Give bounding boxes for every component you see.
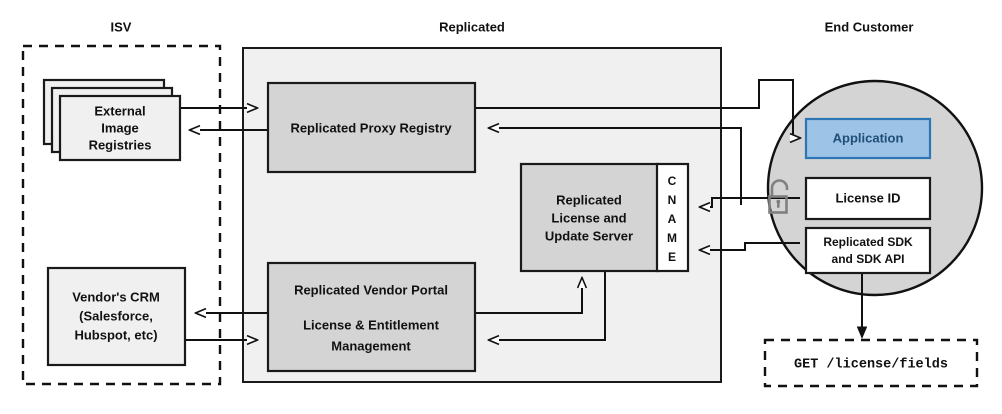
connector-proxy-to-application — [475, 79, 800, 138]
application-label: Application — [833, 130, 904, 145]
external-registries-line-3: Registries — [89, 137, 152, 152]
replicated-sdk-line-2: and SDK API — [832, 252, 905, 266]
connector-license-server-to-portal — [489, 271, 606, 340]
vendor-portal-line-1: Replicated Vendor Portal — [294, 282, 448, 297]
vendor-portal-line-2: License & Entitlement — [303, 317, 439, 332]
license-server-line-2: License and — [551, 210, 626, 225]
vendors-crm[interactable] — [46, 266, 187, 367]
license-id-box[interactable] — [804, 176, 932, 221]
connector-portal-to-license-server — [475, 278, 582, 314]
vendor-portal-line-3: Management — [331, 338, 411, 353]
application-box[interactable] — [804, 117, 932, 160]
connector-customer-to-proxy — [489, 128, 742, 205]
cname-strip[interactable] — [655, 162, 690, 273]
replicated-license-update-server[interactable] — [519, 162, 660, 273]
zone-isv-boundary — [21, 44, 222, 386]
api-call-label: GET /license/fields — [794, 358, 948, 373]
license-server-line-3: Update Server — [545, 228, 633, 243]
cname-letter-m: M — [667, 231, 677, 245]
connector-licenseid-to-cname — [700, 197, 800, 207]
vendors-crm-line-2: (Salesforce, — [79, 308, 153, 323]
license-id-label: License ID — [835, 190, 900, 205]
zone-title-end-customer: End Customer — [825, 19, 914, 34]
external-registries-line-2: Image — [101, 120, 139, 135]
replicated-sdk-line-1: Replicated SDK — [823, 235, 913, 249]
unlock-icon — [768, 179, 789, 214]
proxy-registry-label: Replicated Proxy Registry — [290, 120, 452, 135]
replicated-sdk-box[interactable] — [804, 226, 932, 275]
cname-letter-n: N — [668, 193, 677, 207]
zone-title-replicated: Replicated — [439, 19, 505, 34]
cname-letter-c: C — [668, 174, 677, 188]
cname-letter-a: A — [668, 212, 677, 226]
replicated-vendor-portal[interactable] — [266, 261, 477, 373]
vendors-crm-line-1: Vendor's CRM — [72, 289, 160, 304]
connector-sdk-to-cname — [700, 242, 800, 250]
zone-title-isv: ISV — [111, 19, 132, 34]
external-registries-line-1: External — [94, 103, 145, 118]
vendors-crm-line-3: Hubspot, etc) — [74, 327, 157, 342]
replicated-proxy-registry[interactable] — [266, 81, 477, 174]
license-server-line-1: Replicated — [556, 192, 622, 207]
external-image-registries[interactable] — [58, 94, 182, 162]
cname-letter-e: E — [668, 250, 676, 264]
